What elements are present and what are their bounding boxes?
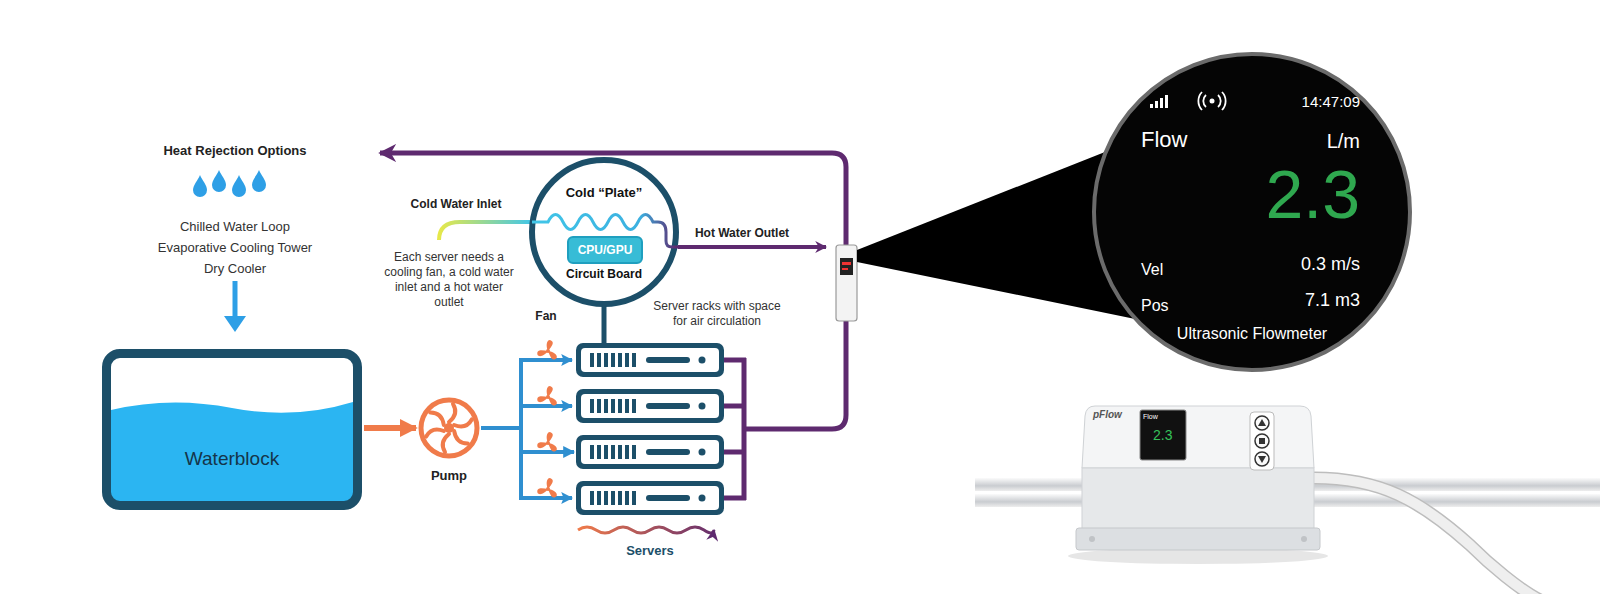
coolant-branches <box>521 496 572 500</box>
node-text: Flow <box>1141 127 1187 153</box>
node-text: 2.3 <box>1265 160 1360 228</box>
fan-symbol <box>536 340 558 499</box>
server-racks <box>576 435 724 469</box>
part-label: Fan <box>535 309 556 323</box>
brand-logo: pFlow <box>1093 409 1122 421</box>
cpu-gpu-chip: CPU/GPU <box>567 236 643 264</box>
outline-shape <box>529 157 679 307</box>
outline-circle <box>421 400 477 456</box>
water-drops <box>212 170 226 192</box>
water-drops <box>193 175 207 197</box>
option-item: Chilled Water Loop <box>180 219 290 235</box>
down-arrow <box>224 316 246 332</box>
water-drops <box>193 170 266 197</box>
coolant-branches <box>521 404 572 408</box>
node-text: Circuit Board <box>529 267 679 281</box>
node-text: Ultrasonic Flowmeter <box>1092 324 1412 343</box>
coolant-branches <box>521 358 572 362</box>
screen-value: 2.3 <box>1153 427 1172 444</box>
option-item: Dry Cooler <box>204 261 266 277</box>
pump-symbol: Pump <box>418 397 480 459</box>
water-fill <box>111 358 353 501</box>
flow-connector <box>364 425 416 431</box>
node-text: Vel <box>1141 260 1163 279</box>
outlet-pipe <box>678 247 826 248</box>
node-text: Cold “Plate” <box>529 185 679 201</box>
pipe-label: Cold Water Inlet <box>411 197 502 211</box>
outline-circle <box>532 160 676 304</box>
flowmeter-photo <box>1259 438 1265 444</box>
water-drops <box>232 175 246 197</box>
outline-shape <box>418 397 480 459</box>
fan-symbol <box>536 432 558 453</box>
water-drops <box>252 170 266 192</box>
flowmeter-photo <box>1255 434 1269 448</box>
flowmeter-photo <box>1258 419 1266 426</box>
inline-flowmeter <box>842 262 851 265</box>
down-arrow <box>224 281 246 332</box>
node-text: L/m <box>1327 129 1360 153</box>
server-racks <box>576 389 724 423</box>
flowmeter-photo <box>1140 410 1186 460</box>
water-fill <box>111 402 353 501</box>
flowmeter-photo <box>1250 412 1274 470</box>
inlet-pipe <box>439 222 534 240</box>
coolant-branches <box>521 358 572 500</box>
outline-circle <box>1094 54 1410 370</box>
flowmeter-photo <box>975 406 1600 594</box>
node-text: Pos <box>1141 296 1169 315</box>
node-text: Servers <box>556 543 744 559</box>
server-racks <box>576 343 724 377</box>
servers-wave <box>578 527 714 533</box>
server-rack-stack: Servers <box>576 343 724 515</box>
inline-flowmeter <box>836 245 857 321</box>
servers-wave <box>578 527 714 533</box>
pipe-label: Hot Water Outlet <box>695 226 789 240</box>
flow-connector <box>602 304 607 343</box>
fan-symbol <box>536 340 558 361</box>
flowmeter-photo <box>1255 452 1269 466</box>
node-text: 0.3 m/s <box>1301 254 1360 276</box>
flow-connector <box>481 428 574 452</box>
server-racks <box>576 481 724 515</box>
flowmeter-display: 14:47:09Flow L/m 2.3Vel 0.3 m/sPos 7.1 m3 Ult… <box>1092 52 1412 372</box>
outlet-pipe <box>678 245 826 249</box>
hot-return-pipe <box>380 153 846 500</box>
flowmeter-photo <box>1089 536 1095 542</box>
flowmeter-photo <box>1082 468 1314 532</box>
section-heading: Heat Rejection Options <box>163 143 306 159</box>
inline-flowmeter <box>840 258 853 275</box>
option-item: Evaporative Cooling Tower <box>158 240 312 256</box>
inlet-pipe <box>439 222 534 240</box>
down-arrow <box>233 281 238 318</box>
fan-symbol <box>536 386 558 407</box>
flowmeter-photo <box>1314 478 1540 594</box>
node-text: Pump <box>398 468 500 484</box>
cold-plate-callout: Cold “Plate” Circuit Board CPU/GPU <box>529 157 679 307</box>
inline-flowmeter <box>842 268 848 270</box>
inline-flowmeter <box>836 245 857 321</box>
flowmeter-photo <box>1076 528 1320 550</box>
flowmeter-photo <box>1258 456 1266 463</box>
flowmeter-photo <box>1255 416 1269 430</box>
flowmeter-photo <box>1301 536 1307 542</box>
node-text: CPU/GPU <box>578 243 633 257</box>
server-racks <box>576 343 724 515</box>
node-text: 14:47:09 <box>1302 93 1360 111</box>
hot-return-pipe <box>380 153 846 429</box>
note-text: Each server needs a cooling fan, a cold … <box>382 250 516 310</box>
node-text: 7.1 m3 <box>1305 290 1360 312</box>
water-fill <box>111 358 353 501</box>
fan-symbol <box>536 478 558 499</box>
screen-text: Flow <box>1143 413 1158 421</box>
node-text: Waterblock <box>111 448 353 471</box>
flowmeter-photo <box>1314 478 1540 594</box>
note-text: Server racks with space for air circulat… <box>647 299 787 329</box>
waterblock-tank: Waterblock <box>102 349 362 510</box>
outline-shape <box>1092 52 1412 372</box>
flowmeter-photo <box>1082 406 1314 468</box>
